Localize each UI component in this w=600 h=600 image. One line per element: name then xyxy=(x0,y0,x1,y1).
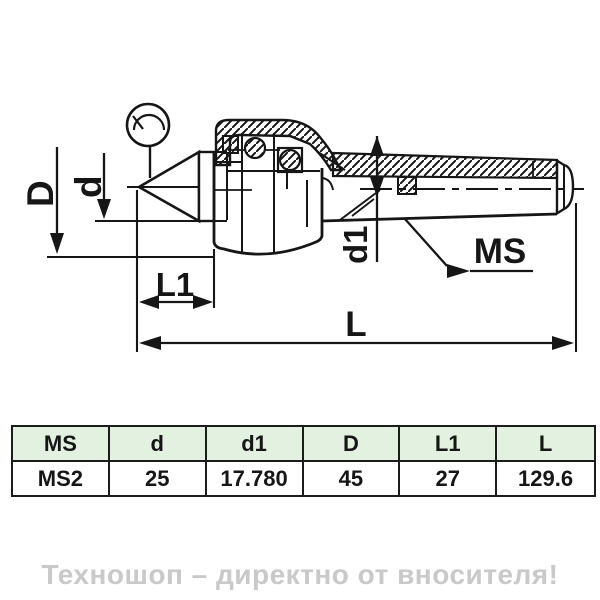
spec-table-cell-L1: 27 xyxy=(400,462,498,495)
callout-MS xyxy=(404,218,533,278)
spec-table-header-d: d xyxy=(109,427,207,462)
bearing-balls xyxy=(222,135,304,174)
dimension-label-d: d xyxy=(68,175,109,198)
spec-table-cell-D: 45 xyxy=(303,462,401,495)
dimension-label-D: D xyxy=(20,180,61,207)
technical-drawing: D d d1 L1 L xyxy=(20,102,584,352)
shop-watermark-text: Техношоп – директно от вносителя! xyxy=(41,559,559,590)
dimension-label-L: L xyxy=(345,305,366,344)
dimension-d xyxy=(95,153,199,223)
dimension-L1 xyxy=(135,190,216,352)
spec-table-header-ms: MS xyxy=(13,427,110,462)
spec-table-header-d1: d1 xyxy=(206,427,304,462)
spec-table-header-L: L xyxy=(497,427,594,462)
dimension-D xyxy=(47,147,214,259)
spec-table-cell-d: 25 xyxy=(109,462,207,495)
live-center-diagram: D d d1 L1 L xyxy=(20,102,584,352)
spec-table-header-D: D xyxy=(303,427,401,462)
dimension-label-L1: L1 xyxy=(156,266,195,303)
dimension-L xyxy=(139,203,578,352)
dial-indicator-icon xyxy=(125,102,171,178)
taper-shank xyxy=(321,151,575,223)
spec-table-cell-L: 129.6 xyxy=(497,462,594,495)
callout-label-MS: MS xyxy=(474,232,527,271)
dimension-label-d1: d1 xyxy=(337,225,374,264)
spec-table: MS d d1 D L1 L MS2 25 17.780 45 27 129.6 xyxy=(11,425,596,497)
spec-table-cell-d1: 17.780 xyxy=(206,462,304,495)
dimension-d1 xyxy=(370,136,384,262)
spec-table-cell-ms: MS2 xyxy=(13,462,110,495)
spec-table-header-L1: L1 xyxy=(400,427,498,462)
